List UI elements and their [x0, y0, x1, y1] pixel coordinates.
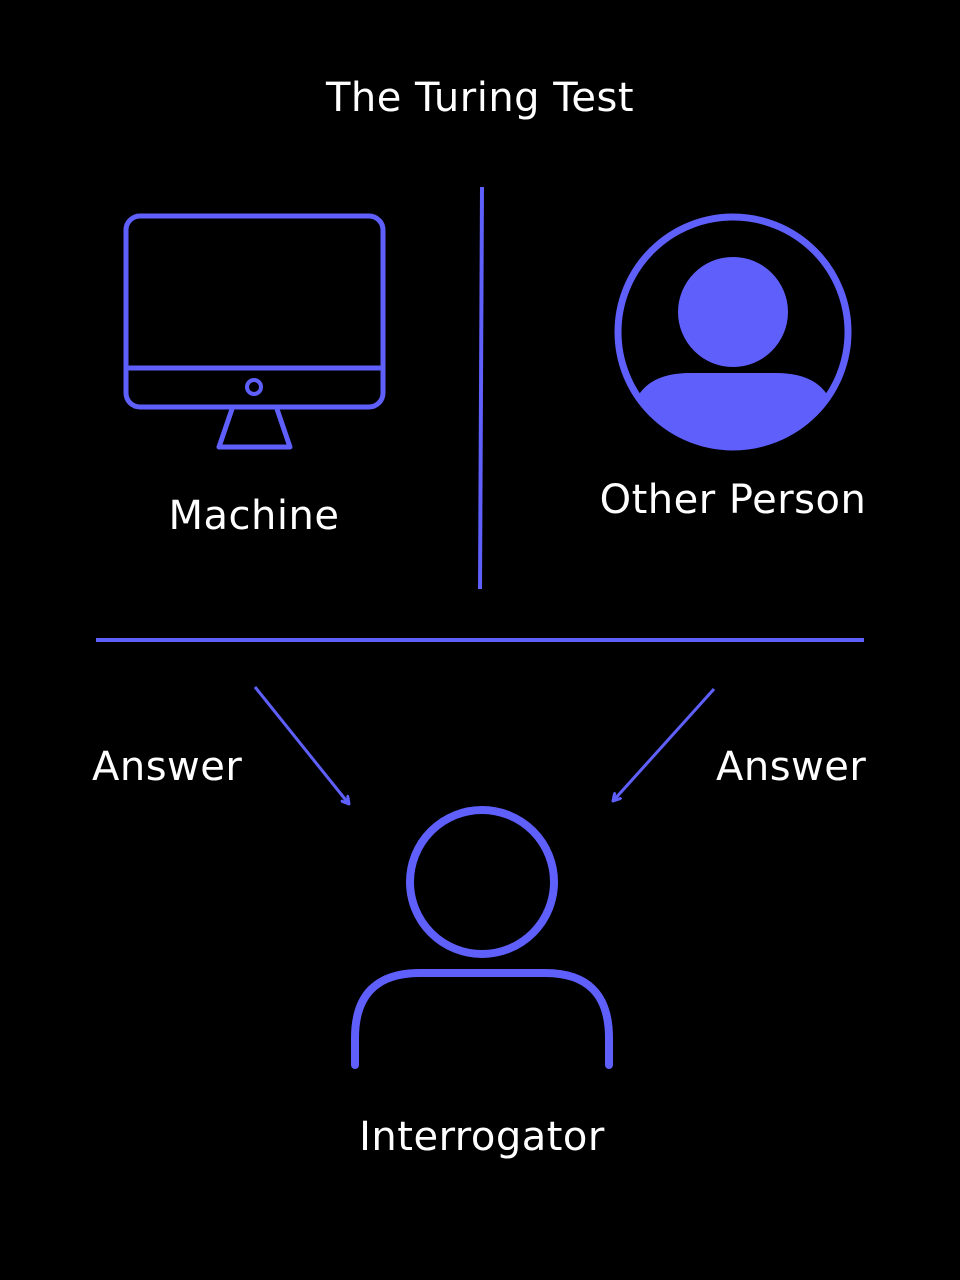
user-outline-icon — [351, 806, 613, 1069]
user-circle-icon — [614, 213, 852, 451]
answer-arrow-right — [613, 687, 716, 801]
interrogator-label: Interrogator — [359, 1114, 605, 1160]
diagram-title: The Turing Test — [325, 75, 635, 121]
other-person-label: Other Person — [599, 477, 867, 523]
vertical-divider — [478, 186, 484, 590]
answer-arrow-left — [253, 686, 349, 804]
answer-label-right: Answer — [716, 744, 867, 790]
monitor-icon — [123, 213, 386, 450]
answer-label-left: Answer — [92, 744, 243, 790]
machine-label: Machine — [168, 493, 340, 539]
